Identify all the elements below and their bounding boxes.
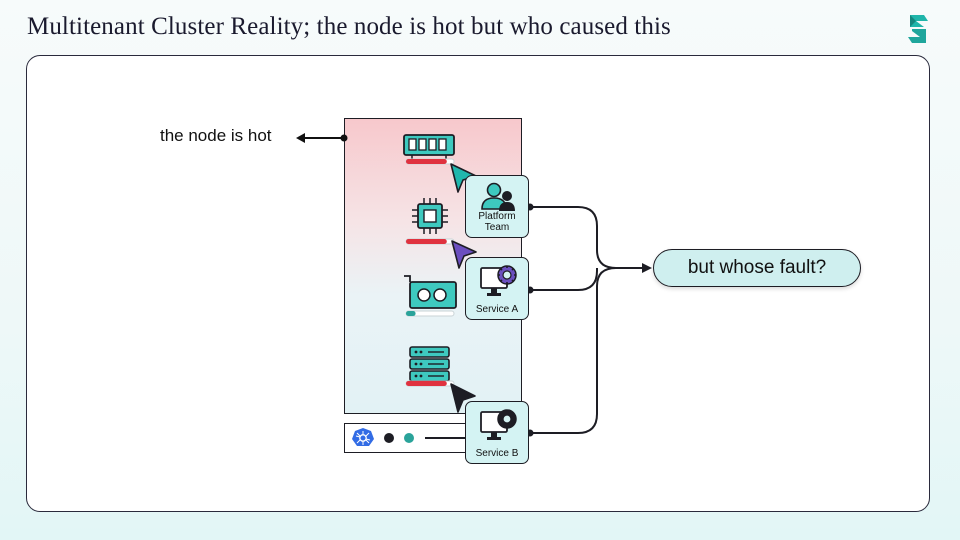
- fault-arrowhead: [642, 263, 652, 273]
- load-bar-memory: [406, 159, 447, 164]
- cursor-teal-icon: [450, 163, 477, 193]
- brand-logo: [908, 15, 928, 43]
- status-dot-black: [384, 433, 394, 443]
- tenant-card-platform-team: Platform Team: [465, 175, 529, 238]
- memory-icon: [403, 134, 455, 159]
- storage-server-icon: [409, 346, 450, 382]
- node-hot-label: the node is hot: [160, 126, 272, 145]
- tenant-label: Platform Team: [478, 211, 516, 233]
- slide-title: Multitenant Cluster Reality; the node is…: [27, 13, 671, 40]
- tenant-card-service-b: Service B: [465, 401, 529, 464]
- load-bar-cpu-chip: [406, 239, 447, 244]
- cursor-purple-icon: [451, 240, 477, 269]
- load-bar-gpu-card: [406, 311, 416, 316]
- hot-arrow: [296, 133, 348, 143]
- fault-question-pill: but whose fault?: [653, 249, 861, 287]
- monitor-gear-icon: [480, 265, 517, 296]
- tenant-card-service-a: Service A: [465, 257, 529, 320]
- tenant-label: Service A: [475, 304, 519, 315]
- cursor-black-icon: [450, 383, 476, 413]
- monitor-gear-icon: [480, 409, 517, 440]
- gpu-card-icon: [404, 275, 457, 309]
- kubernetes-icon: [352, 428, 374, 446]
- cpu-chip-icon: [412, 198, 448, 234]
- connector-lines: [530, 206, 645, 434]
- load-bar-storage-server: [406, 381, 447, 386]
- team-icon: [481, 182, 515, 211]
- tenant-label: Service B: [475, 448, 519, 459]
- status-dot-teal: [404, 433, 414, 443]
